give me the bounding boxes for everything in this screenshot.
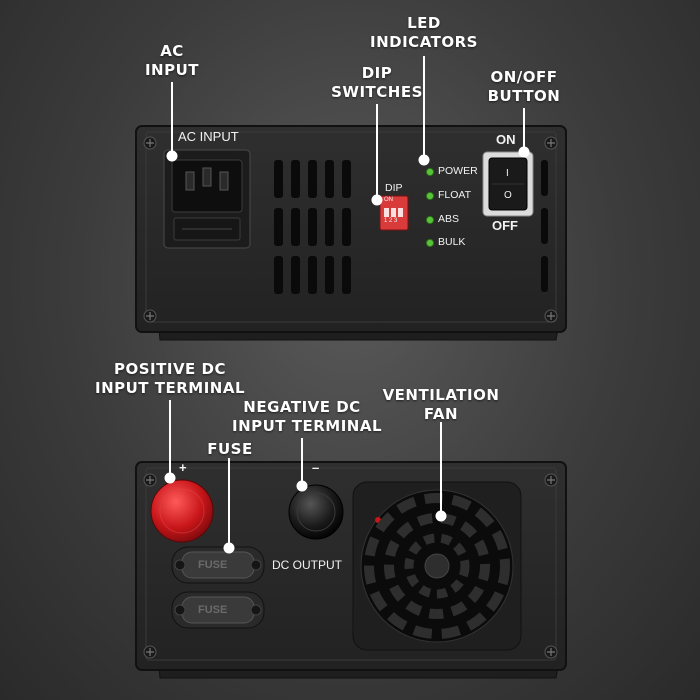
callout-on-off-button: ON/OFF BUTTON [474, 68, 574, 106]
led-label-power: POWER [438, 165, 478, 177]
callout-fan-line1: VENTILATION [382, 386, 500, 404]
rocker-switch [482, 151, 534, 217]
callout-lines-top [166, 56, 530, 206]
callout-onoff-line1: ON/OFF [490, 68, 558, 86]
callout-positive-line1: POSITIVE DC [114, 360, 226, 378]
callout-positive-line2: INPUT TERMINAL [94, 379, 246, 397]
dip-switch-block [379, 195, 409, 231]
callout-dip-switches: DIP SWITCHES [324, 64, 430, 102]
ac-input-socket [163, 149, 251, 249]
vent-slots [274, 160, 548, 294]
dip-label: DIP [385, 182, 403, 194]
callout-ac-input: AC INPUT [136, 42, 208, 80]
led-label-bulk: BULK [438, 236, 466, 248]
callout-negative-line1: NEGATIVE DC [243, 398, 361, 416]
plus-sign: + [179, 460, 187, 475]
callout-fuse-line1: FUSE [207, 440, 253, 458]
negative-terminal [288, 484, 344, 540]
callout-ac-input-line2: INPUT [144, 61, 200, 79]
positive-terminal [150, 479, 214, 543]
switch-off-label: OFF [492, 218, 518, 233]
callout-ventilation-fan: VENTILATION FAN [380, 386, 502, 424]
fuse-holder-2 [171, 591, 265, 629]
callout-negative-dc: NEGATIVE DC INPUT TERMINAL [232, 398, 383, 436]
callout-dip-line2: SWITCHES [331, 83, 423, 101]
dc-output-label: DC OUTPUT [272, 558, 342, 572]
fuse-label-2: FUSE [198, 604, 228, 616]
callout-led-line1: LED [407, 14, 441, 32]
dip-on-label: ON [384, 197, 393, 203]
minus-sign: – [312, 460, 320, 475]
callout-onoff-line2: BUTTON [487, 87, 561, 105]
fuse-label-1: FUSE [198, 559, 228, 571]
ventilation-fan [352, 481, 522, 651]
fuse-holder-1 [171, 546, 265, 584]
bottom-device-panel [135, 461, 567, 679]
callout-led-indicators: LED INDICATORS [364, 14, 484, 52]
callout-positive-dc: POSITIVE DC INPUT TERMINAL [92, 360, 248, 398]
callout-lines-bottom [164, 400, 447, 554]
ac-input-label: AC INPUT [178, 129, 239, 144]
led-label-float: FLOAT [438, 189, 472, 201]
top-device-panel [135, 125, 567, 341]
callout-fuse: FUSE [198, 440, 262, 459]
switch-mark-off: O [504, 190, 512, 201]
callout-led-line2: INDICATORS [370, 33, 478, 51]
callout-ac-input-line1: AC [160, 42, 184, 60]
callout-dip-line1: DIP [361, 64, 393, 82]
led-lights [425, 167, 435, 248]
led-label-abs: ABS [438, 213, 460, 225]
callout-fan-line2: FAN [423, 405, 459, 423]
switch-mark-on: I [506, 168, 509, 179]
callout-negative-line2: INPUT TERMINAL [232, 417, 383, 435]
dip-numbers: 1 2 3 [384, 218, 398, 224]
switch-on-label: ON [496, 132, 516, 147]
